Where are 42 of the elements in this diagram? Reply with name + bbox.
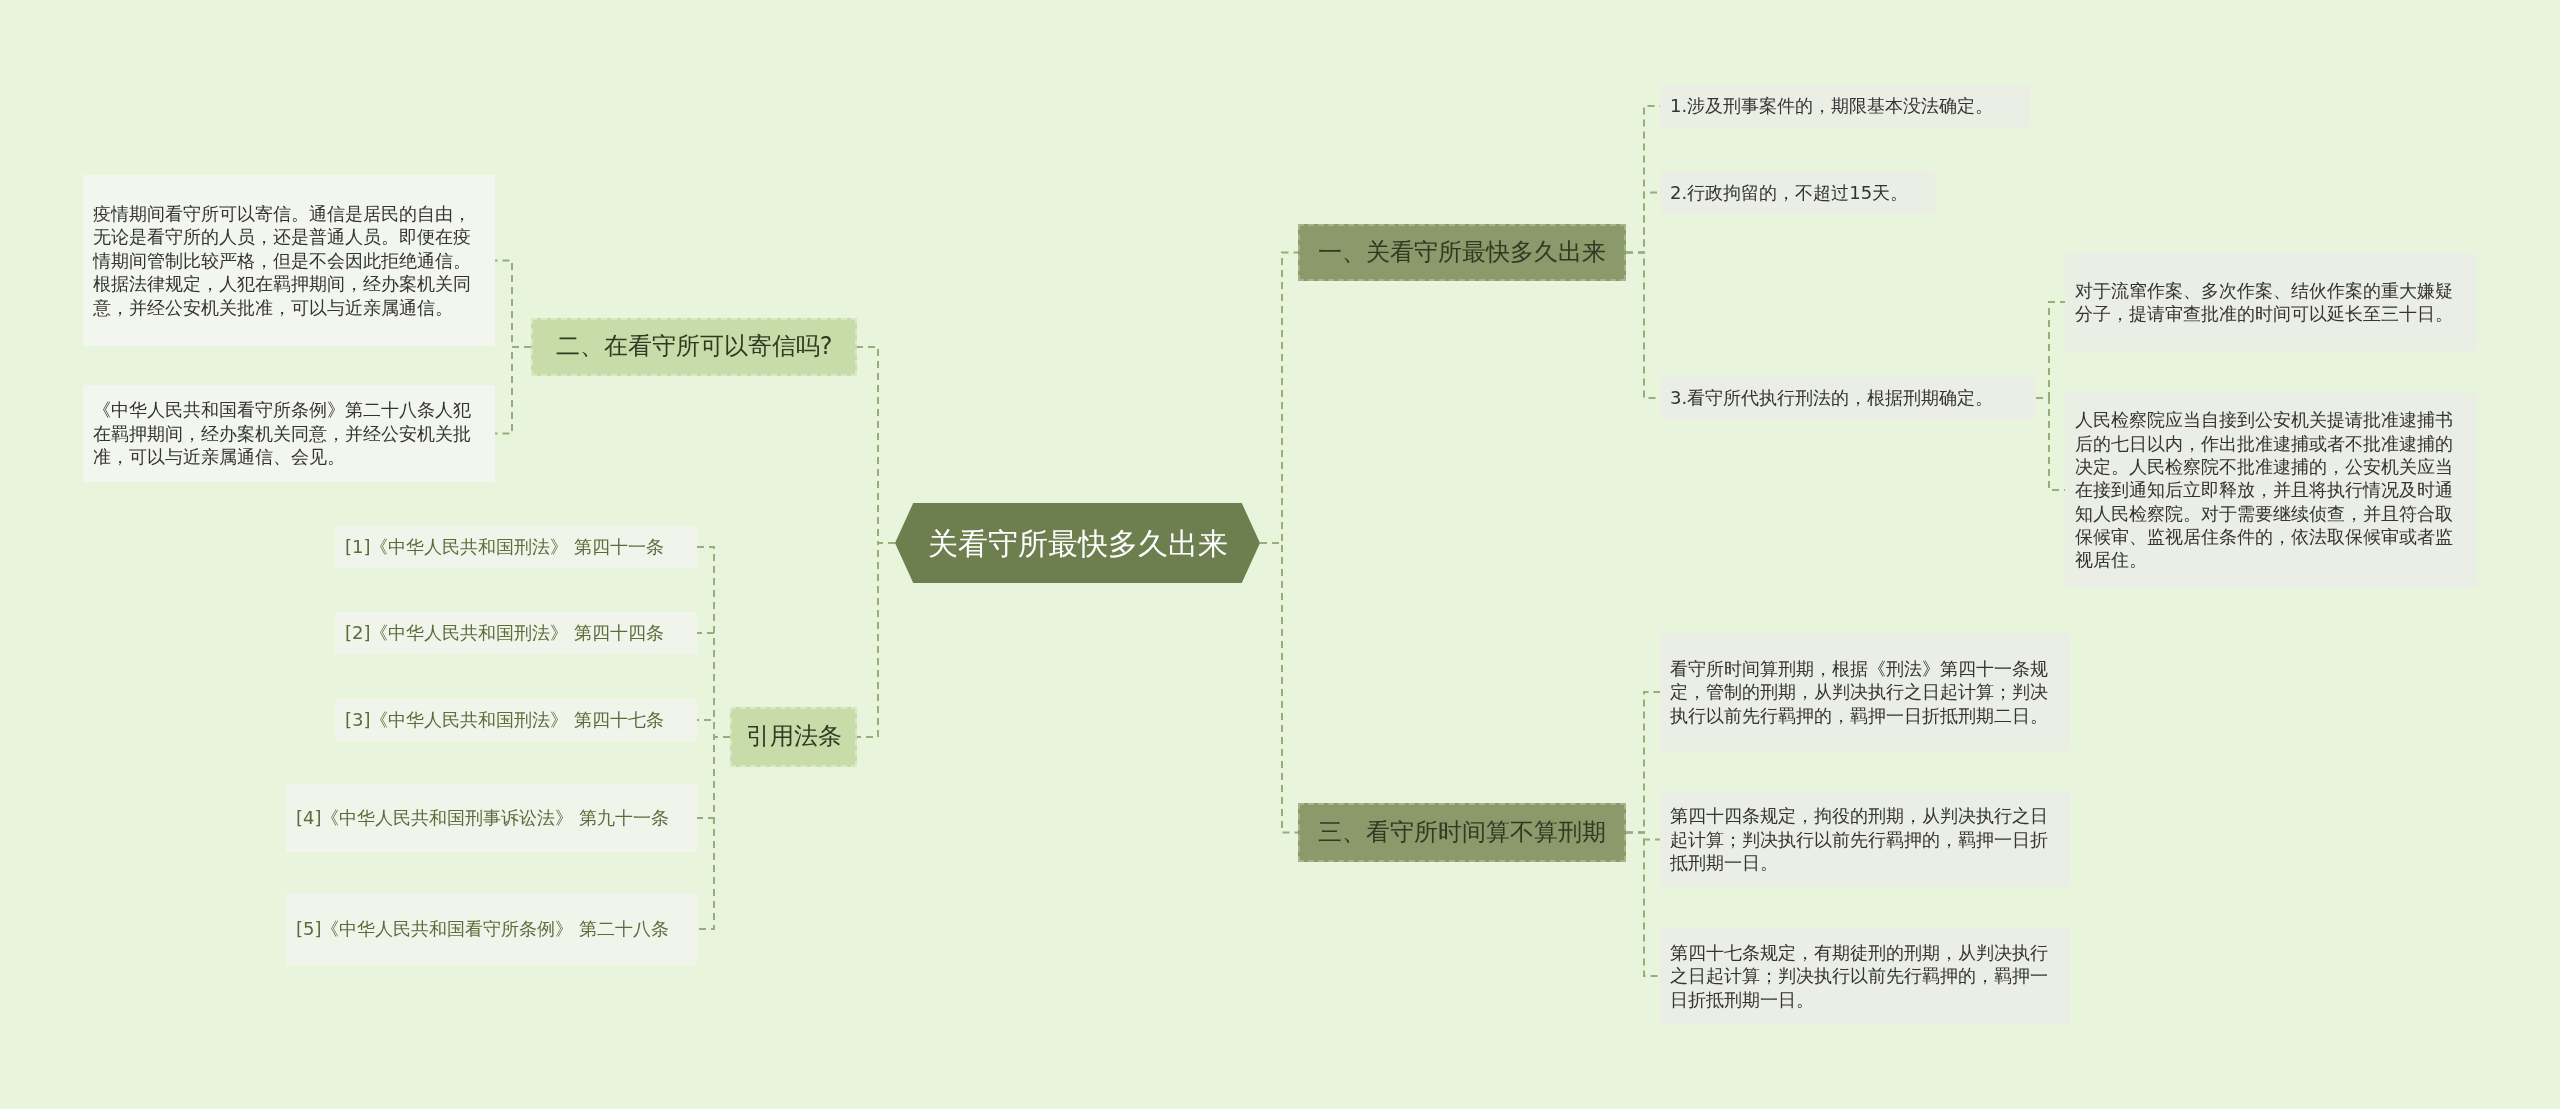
citation-box bbox=[286, 784, 697, 852]
connector-line bbox=[696, 736, 731, 930]
note-box bbox=[1660, 633, 2070, 751]
note-box bbox=[1660, 792, 2070, 887]
node-text: 《中华人民共和国看守所条例》第二十八条人犯在羁押期间，经办案机关同意，并经公安机关批准，可以与近亲属通信、会见。 bbox=[93, 398, 472, 469]
node-text: [5]《中华人民共和国看守所条例》 第二十八条 bbox=[296, 917, 670, 941]
note-box bbox=[1660, 376, 2036, 420]
node-text: 2.行政拘留的，不超过15天。 bbox=[1670, 180, 1909, 205]
node-text: 二、在看守所可以寄信吗? bbox=[555, 331, 833, 363]
node-text: 疫情期间看守所可以寄信。通信是居民的自由，无论是看守所的人员，还是普通人员。即便在疫情期间管制比较严格，但是不会因此拒绝通信。根据法律规定，人犯在羁押期间，经办案机关同意，并经公安机关批准，可以与近亲属通信。 bbox=[93, 202, 472, 319]
connector-line bbox=[494, 346, 532, 435]
root-topic-hexagon bbox=[895, 503, 1260, 583]
node-text: 第四十四条规定，拘役的刑期，从判决执行之日起计算；判决执行以前先行羁押的，羁押一日折抵刑期一日。 bbox=[1670, 804, 2049, 875]
citation-box bbox=[335, 612, 697, 654]
node-text: [3]《中华人民共和国刑法》 第四十七条 bbox=[345, 708, 665, 732]
connector-line bbox=[1259, 542, 1299, 834]
node-text: 关看守所最快多久出来 bbox=[927, 524, 1228, 563]
branch-topic-box bbox=[531, 318, 857, 376]
note-box bbox=[2065, 392, 2477, 588]
node-text: [1]《中华人民共和国刑法》 第四十一条 bbox=[345, 535, 665, 559]
node-text: 引用法条 bbox=[745, 721, 842, 753]
note-box bbox=[83, 385, 495, 482]
branch-topic-box bbox=[1298, 224, 1626, 281]
note-box bbox=[1660, 85, 2030, 127]
note-box bbox=[2065, 253, 2477, 351]
citation-box bbox=[335, 526, 697, 568]
node-text: 三、看守所时间算不算刑期 bbox=[1318, 816, 1606, 848]
node-text: 1.涉及刑事案件的，期限基本没法确定。 bbox=[1670, 94, 1994, 118]
citation-box bbox=[335, 699, 697, 741]
node-text: 一、关看守所最快多久出来 bbox=[1318, 236, 1606, 268]
node-text: 看守所时间算刑期，根据《刑法》第四十一条规定，管制的刑期，从判决执行之日起计算；判决执行以前先行羁押的，羁押一日折抵刑期二日。 bbox=[1670, 656, 2049, 728]
branch-topic-box bbox=[1298, 803, 1626, 862]
connector-line bbox=[1625, 831, 1661, 977]
note-box bbox=[83, 175, 495, 346]
node-text: 对于流窜作案、多次作案、结伙作案的重大嫌疑分子，提请审查批准的时间可以延长至三十日。 bbox=[2075, 278, 2454, 326]
branch-topic-box bbox=[730, 707, 857, 767]
node-text: [2]《中华人民共和国刑法》 第四十四条 bbox=[345, 621, 665, 645]
node-text: [4]《中华人民共和国刑事诉讼法》 第九十一条 bbox=[296, 806, 670, 830]
node-text: 3.看守所代执行刑法的，根据刑期确定。 bbox=[1670, 386, 1994, 410]
connector-line bbox=[856, 542, 896, 738]
node-text: 第四十七条规定，有期徒刑的刑期，从判决执行之日起计算；判决执行以前先行羁押的，羁押一日折抵刑期一日。 bbox=[1670, 940, 2049, 1012]
node-text: 人民检察院应当自接到公安机关提请批准逮捕书后的七日以内，作出批准逮捕或者不批准逮捕的决定。人民检察院不批准逮捕的，公安机关应当在接到通知后立即释放，并且将执行情况及时通知人民检察院。对于需要继续侦查，并且符合取保候审、监视居住条件的，依法取保候审或者监视居住。 bbox=[2075, 408, 2454, 572]
